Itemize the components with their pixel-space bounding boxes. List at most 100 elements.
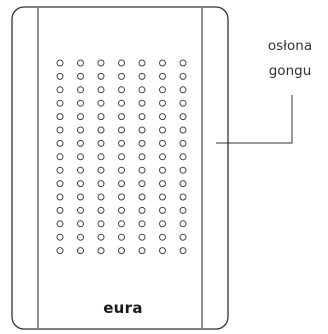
grille-hole — [77, 180, 84, 188]
grille-hole — [97, 206, 105, 214]
grille-hole — [97, 220, 105, 228]
grille-hole — [138, 180, 146, 188]
grille-hole — [56, 153, 64, 161]
grille-hole — [159, 113, 166, 121]
grille-hole — [77, 126, 84, 134]
grille-hole — [118, 193, 125, 201]
grille-hole — [179, 247, 187, 255]
grille-hole — [56, 139, 64, 147]
grille-hole — [56, 193, 64, 201]
grille-hole — [138, 166, 146, 174]
grille-hole — [77, 206, 84, 214]
grille-hole — [56, 220, 64, 228]
grille-hole — [77, 220, 84, 228]
grille-hole — [138, 86, 146, 94]
callout-label-line1: osłona — [268, 38, 312, 54]
grille-hole — [118, 233, 125, 241]
callout-label-line2: gongu — [269, 63, 312, 79]
grille-hole — [77, 153, 84, 161]
grille-hole — [138, 247, 146, 255]
grille-hole — [179, 153, 187, 161]
grille-hole — [77, 99, 84, 107]
grille-hole — [56, 180, 64, 188]
grille-hole — [97, 126, 105, 134]
grille-hole — [118, 113, 125, 121]
grille-hole — [97, 99, 105, 107]
grille-hole — [118, 206, 125, 214]
grille-hole — [118, 86, 125, 94]
grille-hole — [77, 247, 84, 255]
grille-hole — [56, 233, 64, 241]
grille-hole — [179, 126, 187, 134]
grille-hole — [179, 139, 187, 147]
grille-hole — [179, 220, 187, 228]
grille-hole — [118, 139, 125, 147]
grille-hole — [97, 166, 105, 174]
grille-hole — [138, 139, 146, 147]
grille-hole — [118, 180, 125, 188]
grille-hole — [138, 193, 146, 201]
grille-hole — [118, 59, 125, 67]
grille-hole — [159, 99, 166, 107]
grille-hole — [179, 113, 187, 121]
grille-hole — [118, 153, 125, 161]
grille-hole — [159, 247, 166, 255]
grille-hole — [138, 113, 146, 121]
grille-hole — [179, 233, 187, 241]
grille-hole — [159, 139, 166, 147]
grille-hole — [118, 99, 125, 107]
grille-hole — [159, 86, 166, 94]
grille-hole — [159, 166, 166, 174]
grille-hole — [179, 59, 187, 67]
grille-hole — [179, 99, 187, 107]
grille-hole — [77, 166, 84, 174]
grille-hole — [77, 139, 84, 147]
grille-hole — [56, 247, 64, 255]
grille-hole — [118, 247, 125, 255]
grille-hole — [56, 126, 64, 134]
grille-hole — [77, 113, 84, 121]
grille-hole — [56, 59, 64, 67]
brand-logo: eura — [103, 299, 143, 317]
grille-hole — [118, 220, 125, 228]
grille-hole — [179, 86, 187, 94]
grille-hole — [56, 206, 64, 214]
grille-hole — [159, 206, 166, 214]
grille-hole — [118, 166, 125, 174]
grille-hole — [138, 59, 146, 67]
grille-hole — [77, 86, 84, 94]
grille-hole — [97, 247, 105, 255]
grille-hole — [179, 72, 187, 80]
grille-hole — [159, 233, 166, 241]
grille-hole — [97, 72, 105, 80]
grille-hole — [179, 206, 187, 214]
grille-hole — [56, 166, 64, 174]
chime-housing-outline — [11, 6, 229, 330]
grille-hole — [77, 233, 84, 241]
grille-hole — [138, 233, 146, 241]
grille-hole — [77, 72, 84, 80]
grille-hole — [56, 72, 64, 80]
grille-hole — [118, 126, 125, 134]
grille-hole — [138, 99, 146, 107]
grille-hole — [179, 166, 187, 174]
grille-hole — [97, 153, 105, 161]
grille-hole — [77, 59, 84, 67]
grille-hole — [77, 193, 84, 201]
grille-hole — [138, 153, 146, 161]
grille-hole — [97, 113, 105, 121]
grille-hole — [97, 86, 105, 94]
grille-hole — [138, 126, 146, 134]
grille-hole — [97, 139, 105, 147]
grille-hole — [56, 113, 64, 121]
grille-hole — [97, 233, 105, 241]
grille-hole — [159, 59, 166, 67]
grille-hole — [56, 86, 64, 94]
grille-hole — [179, 193, 187, 201]
grille-hole — [159, 220, 166, 228]
grille-hole — [138, 206, 146, 214]
grille-hole — [97, 193, 105, 201]
grille-hole — [159, 126, 166, 134]
grille-hole — [179, 180, 187, 188]
